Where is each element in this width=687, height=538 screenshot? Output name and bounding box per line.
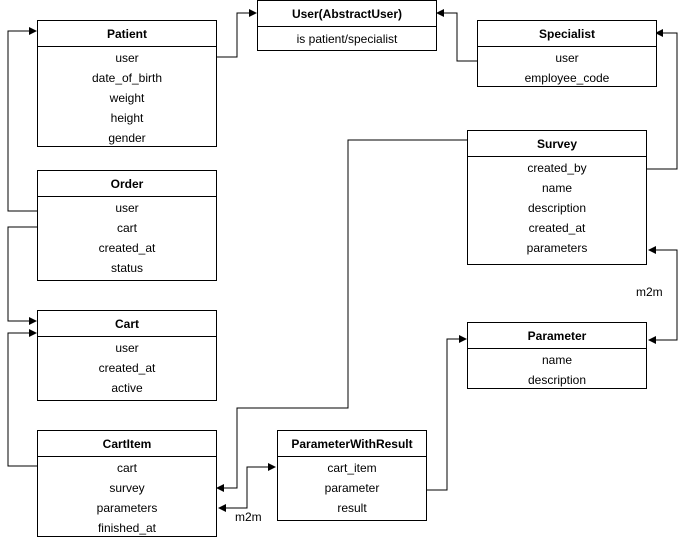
field-active: active xyxy=(111,381,143,395)
entity-user: User(AbstractUser) is patient/specialist xyxy=(257,0,437,51)
field-parameters: parameters xyxy=(96,501,158,515)
entity-cartitem: CartItem cart survey parameters finished… xyxy=(37,430,217,537)
entity-title: ParameterWithResult xyxy=(278,431,426,457)
field-cart: cart xyxy=(116,221,137,235)
edge-survey-parameter xyxy=(648,246,678,344)
entity-parameter: Parameter name description xyxy=(467,322,647,389)
field-description: description xyxy=(527,373,587,387)
m2m-label-survey-parameter: m2m xyxy=(636,285,663,299)
field-user: user xyxy=(115,201,139,215)
edge-survey-specialist xyxy=(647,29,678,170)
edge-order-cart xyxy=(7,226,37,325)
entity-title: User(AbstractUser) xyxy=(258,1,436,27)
field-cart: cart xyxy=(116,461,137,475)
field-description: description xyxy=(527,201,587,215)
field-is-patient-specialist: is patient/specialist xyxy=(296,32,398,46)
field-created-at: created_at xyxy=(528,221,586,235)
edge-cartitem-pwr xyxy=(218,463,276,512)
field-date-of-birth: date_of_birth xyxy=(91,71,163,85)
edge-patient-user xyxy=(217,9,257,58)
field-status: status xyxy=(110,261,143,275)
entity-specialist: Specialist user employee_code xyxy=(477,20,657,87)
entity-title: Survey xyxy=(468,131,646,157)
entity-title: Patient xyxy=(38,21,216,47)
field-employee-code: employee_code xyxy=(524,71,610,85)
edge-pwr-parameter xyxy=(427,335,467,491)
field-user: user xyxy=(555,51,579,65)
field-height: height xyxy=(110,111,144,125)
edge-order-patient xyxy=(7,27,37,212)
entity-survey: Survey created_by name description creat… xyxy=(467,130,647,265)
entity-title: Cart xyxy=(38,311,216,337)
edge-cartitem-cart xyxy=(7,329,37,467)
field-user: user xyxy=(115,341,139,355)
entity-parameter-with-result: ParameterWithResult cart_item parameter … xyxy=(277,430,427,521)
entity-order: Order user cart created_at status xyxy=(37,170,217,281)
field-created-by: created_by xyxy=(527,161,587,175)
entity-patient: Patient user date_of_birth weight height… xyxy=(37,20,217,147)
field-name: name xyxy=(541,181,573,195)
field-finished-at: finished_at xyxy=(97,521,157,535)
field-weight: weight xyxy=(109,91,145,105)
m2m-label-cartitem-pwr: m2m xyxy=(235,510,262,524)
entity-title: CartItem xyxy=(38,431,216,457)
field-created-at: created_at xyxy=(98,241,156,255)
field-cart-item: cart_item xyxy=(327,461,377,475)
field-gender: gender xyxy=(108,131,146,145)
field-result: result xyxy=(337,501,367,515)
entity-title: Specialist xyxy=(478,21,656,47)
edge-specialist-user xyxy=(436,9,477,62)
field-name: name xyxy=(541,353,573,367)
field-user: user xyxy=(115,51,139,65)
field-created-at: created_at xyxy=(98,361,156,375)
field-survey: survey xyxy=(109,481,145,495)
entity-title: Parameter xyxy=(468,323,646,349)
field-parameters: parameters xyxy=(526,241,588,255)
entity-cart: Cart user created_at active xyxy=(37,310,217,401)
entity-title: Order xyxy=(38,171,216,197)
field-parameter: parameter xyxy=(324,481,380,495)
